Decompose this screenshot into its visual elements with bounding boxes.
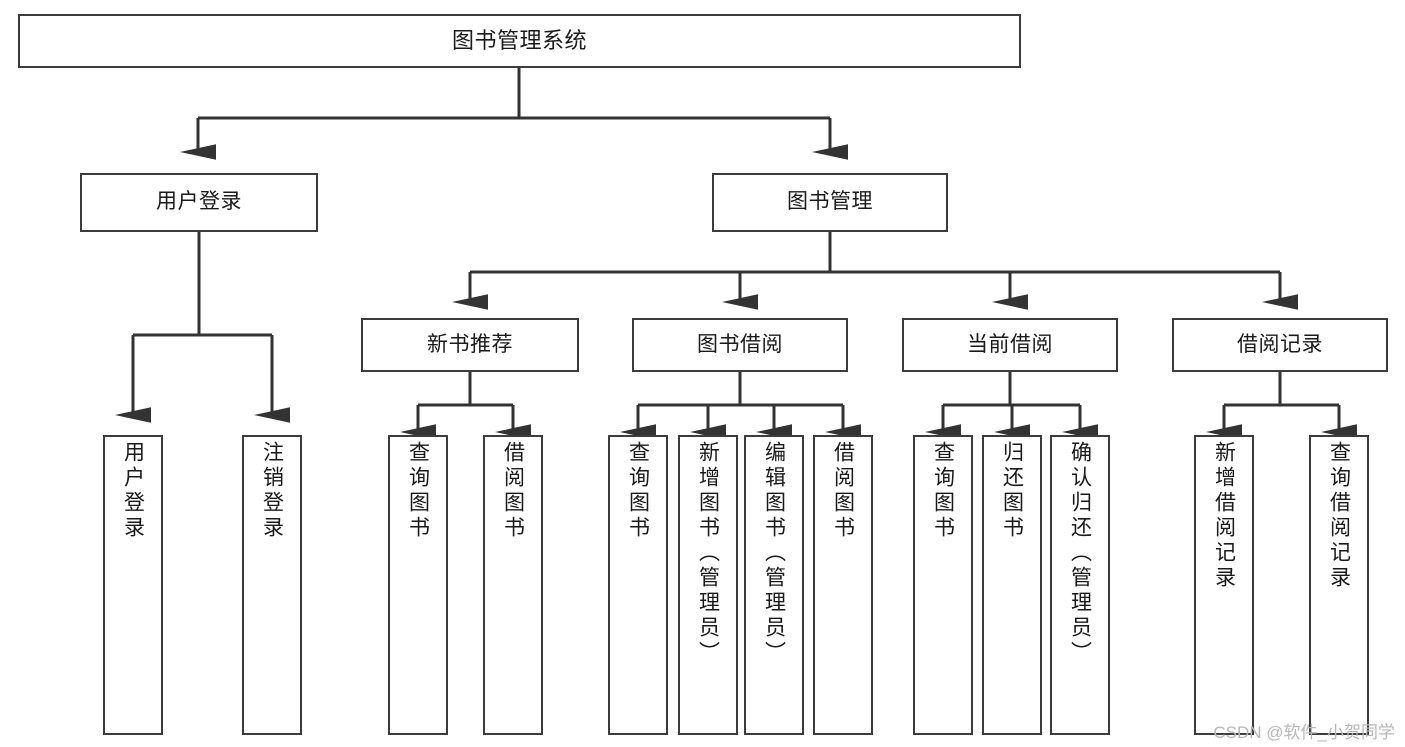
node-label: 确认归还（管理员） — [1068, 441, 1092, 666]
node-new-book-recommend[interactable]: 新书推荐 — [361, 318, 579, 372]
leaf-logout-login[interactable]: 注销登录 — [242, 435, 302, 735]
leaf-return-book[interactable]: 归还图书 — [982, 435, 1042, 735]
leaf-borrow-book[interactable]: 借阅图书 — [813, 435, 873, 735]
node-label: 当前借阅 — [967, 332, 1053, 356]
leaf-query-book-borrow[interactable]: 查询图书 — [608, 435, 668, 735]
node-label: 借阅图书 — [831, 441, 855, 541]
node-user-login[interactable]: 用户登录 — [80, 173, 318, 232]
node-label: 查询图书 — [626, 441, 650, 541]
node-label: 查询图书 — [406, 441, 430, 541]
leaf-borrow-book-new-recommend[interactable]: 借阅图书 — [483, 435, 543, 735]
node-label: 借阅图书 — [501, 441, 525, 541]
node-book-management-system[interactable]: 图书管理系统 — [18, 14, 1021, 68]
node-label: 图书管理系统 — [451, 28, 587, 54]
leaf-query-book-new-recommend[interactable]: 查询图书 — [388, 435, 448, 735]
node-label: 编辑图书（管理员） — [762, 441, 786, 666]
node-current-borrow[interactable]: 当前借阅 — [902, 318, 1118, 372]
node-borrow-record[interactable]: 借阅记录 — [1172, 318, 1388, 372]
node-label: 用户登录 — [156, 190, 242, 214]
leaf-edit-book-admin[interactable]: 编辑图书（管理员） — [744, 435, 804, 735]
node-label: 借阅记录 — [1237, 332, 1323, 356]
node-book-management[interactable]: 图书管理 — [712, 173, 948, 232]
node-label: 用户登录 — [121, 441, 145, 541]
leaf-add-book-admin[interactable]: 新增图书（管理员） — [678, 435, 738, 735]
node-label: 图书管理 — [787, 190, 873, 214]
leaf-query-borrow-record[interactable]: 查询借阅记录 — [1309, 435, 1369, 735]
node-label: 新增图书（管理员） — [696, 441, 720, 666]
node-label: 注销登录 — [260, 441, 284, 541]
leaf-confirm-return-admin[interactable]: 确认归还（管理员） — [1050, 435, 1110, 735]
node-label: 新增借阅记录 — [1212, 441, 1236, 591]
leaf-user-login[interactable]: 用户登录 — [103, 435, 163, 735]
node-label: 图书借阅 — [697, 332, 783, 356]
node-label: 查询借阅记录 — [1327, 441, 1351, 591]
csdn-watermark: CSDN @软件_小贺同学 — [1213, 723, 1395, 742]
leaf-query-book-current[interactable]: 查询图书 — [913, 435, 973, 735]
node-label: 新书推荐 — [427, 332, 513, 356]
leaf-add-borrow-record[interactable]: 新增借阅记录 — [1194, 435, 1254, 735]
node-book-borrow[interactable]: 图书借阅 — [632, 318, 848, 372]
node-label: 归还图书 — [1000, 441, 1024, 541]
node-label: 查询图书 — [931, 441, 955, 541]
